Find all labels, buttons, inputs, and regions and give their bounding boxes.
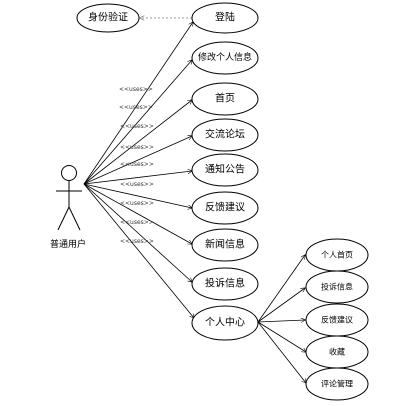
- actor-stick-figure[interactable]: [56, 165, 82, 231]
- stereotype-label-edit-profile: <<uses>>: [119, 86, 153, 93]
- edge-actor-to-feedback: [83, 183, 192, 208]
- use-case-auth-label: 身份验证: [88, 11, 128, 24]
- stereotype-label-home: <<uses>>: [119, 104, 153, 111]
- stereotype-label-notice: <<uses>>: [120, 144, 154, 151]
- actor-label: 普通用户: [50, 238, 86, 250]
- sub-case-comment-manage[interactable]: 评论管理: [305, 367, 369, 401]
- edge-actor-to-forum: [83, 136, 192, 185]
- stereotype-label-feedback: <<uses>>: [120, 161, 154, 168]
- edge-center-to-comment-manage: [257, 321, 306, 383]
- stereotype-label-news: <<uses>>: [120, 181, 154, 188]
- sub-case-personal-home-label: 个人首页: [321, 250, 353, 260]
- actor-right-leg: [68, 206, 81, 231]
- edge-actor-to-notice: [83, 171, 192, 185]
- sub-case-personal-home[interactable]: 个人首页: [305, 238, 369, 272]
- use-case-complaint[interactable]: 投诉信息: [191, 267, 259, 301]
- edge-actor-to-complaint: [83, 183, 192, 282]
- use-case-auth[interactable]: 身份验证: [76, 3, 140, 33]
- use-case-forum-label: 交流论坛: [205, 128, 245, 141]
- use-case-notice-label: 通知公告: [205, 163, 245, 176]
- edge-actor-to-login: [83, 22, 193, 185]
- use-case-home-label: 首页: [215, 92, 235, 105]
- edge-actor-to-news: [83, 183, 192, 244]
- use-case-feedback-label: 反馈建议: [205, 201, 245, 214]
- edge-actor-to-personal-center: [83, 183, 194, 318]
- edge-center-to-complaint-info: [257, 288, 305, 323]
- edges-layer: [83, 18, 306, 383]
- use-case-edit-profile[interactable]: 修改个人信息: [191, 41, 259, 75]
- use-case-forum[interactable]: 交流论坛: [191, 118, 259, 152]
- stereotype-label-complaint: <<uses>>: [120, 200, 154, 207]
- use-case-personal-center[interactable]: 个人中心: [191, 305, 259, 341]
- use-case-news-label: 新闻信息: [205, 238, 245, 251]
- use-case-complaint-label: 投诉信息: [205, 277, 245, 290]
- sub-case-complaint-info-label: 投诉信息: [321, 282, 353, 292]
- actor-left-leg: [57, 206, 70, 231]
- use-case-home[interactable]: 首页: [191, 82, 259, 116]
- stereotype-label-personal-center-upper: <<uses>>: [120, 219, 154, 226]
- edge-center-to-favorites: [257, 321, 306, 352]
- edge-center-to-feedback-suggest: [257, 320, 305, 322]
- use-case-personal-center-label: 个人中心: [205, 316, 245, 329]
- sub-case-feedback-suggest[interactable]: 反馈建议: [305, 303, 369, 337]
- stereotype-label-personal-center: <<uses>>: [120, 238, 154, 245]
- use-case-edit-profile-label: 修改个人信息: [198, 51, 252, 63]
- stereotype-label-forum: <<uses>>: [120, 123, 154, 130]
- use-case-notice[interactable]: 通知公告: [191, 153, 259, 187]
- use-case-login-label: 登陆: [215, 11, 235, 24]
- sub-case-favorites-label: 收藏: [329, 347, 345, 357]
- sub-case-complaint-info[interactable]: 投诉信息: [305, 270, 369, 304]
- use-case-feedback[interactable]: 反馈建议: [191, 191, 259, 225]
- use-case-login[interactable]: 登陆: [191, 2, 259, 34]
- edge-actor-to-edit-profile: [83, 60, 192, 185]
- stereotype-labels-layer: <<uses>> <<uses>> <<uses>> <<uses>> <<uses>>…: [119, 86, 154, 245]
- sub-case-favorites[interactable]: 收藏: [305, 335, 369, 369]
- sub-case-feedback-suggest-label: 反馈建议: [321, 315, 353, 325]
- sub-case-comment-manage-label: 评论管理: [321, 379, 353, 389]
- edge-actor-to-home: [83, 100, 192, 185]
- use-case-news[interactable]: 新闻信息: [191, 228, 259, 262]
- edge-center-to-personal-home: [257, 255, 305, 323]
- actor-head: [61, 165, 77, 181]
